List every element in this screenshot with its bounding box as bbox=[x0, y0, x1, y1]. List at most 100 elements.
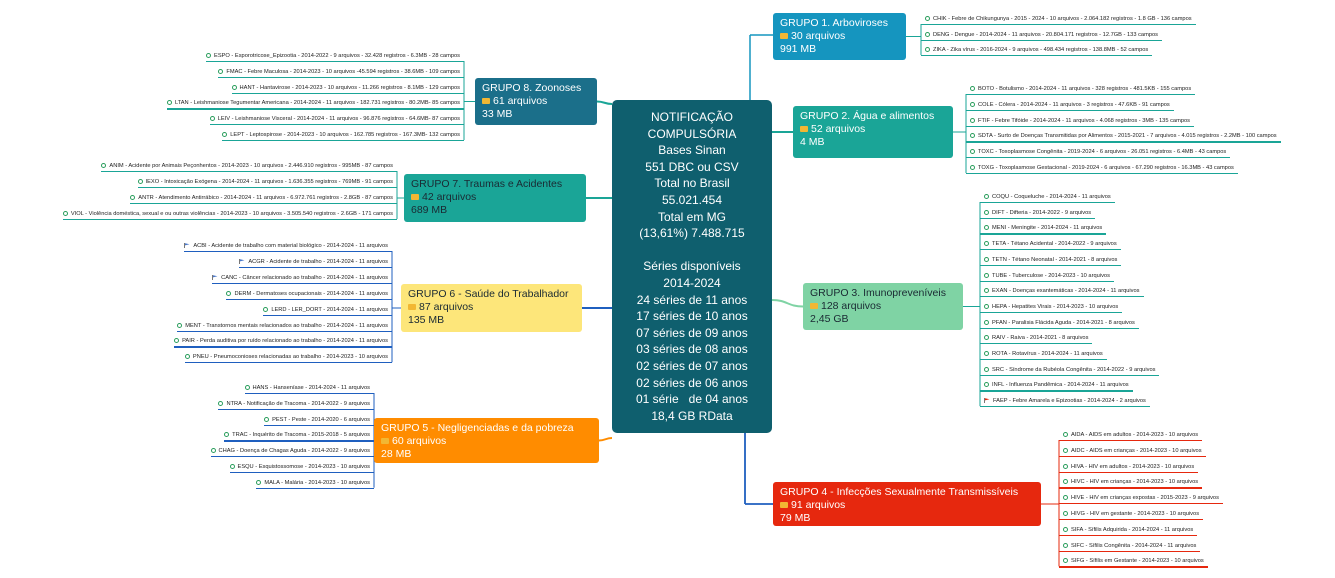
leaf-underline bbox=[921, 24, 1196, 26]
leaf-item[interactable]: TUBE - Tuberculose - 2014-2023 - 10 arqu… bbox=[984, 272, 1110, 280]
leaf-underline bbox=[980, 390, 1133, 392]
leaf-item[interactable]: FTIF - Febre Tifóide - 2014-2024 - 11 ar… bbox=[970, 117, 1190, 125]
leaf-item[interactable]: NTRA - Notificação de Tracoma - 2014-202… bbox=[218, 400, 370, 408]
center-line: Total em MG bbox=[657, 209, 726, 224]
leaf-item[interactable]: DIFT - Difteria - 2014-2022 - 9 arquivos bbox=[984, 209, 1091, 217]
leaf-icon bbox=[1063, 542, 1068, 548]
leaf-item[interactable]: CANC - Câncer relacionado ao trabalho - … bbox=[212, 274, 388, 282]
leaf-item[interactable]: HANS - Hanseníase - 2014-2024 - 11 arqui… bbox=[244, 384, 370, 392]
leaf-item[interactable]: SIFC - Sífilis Congênita - 2014-2024 - 1… bbox=[1063, 542, 1196, 550]
leaf-underline bbox=[1059, 487, 1203, 489]
leaf-item[interactable]: SIFG - Sífilis em Gestante - 2014-2023 -… bbox=[1063, 557, 1204, 565]
leaf-item[interactable]: ACBI - Acidente de trabalho com material… bbox=[184, 242, 388, 250]
center-line: 02 séries de 06 anos bbox=[636, 375, 748, 390]
leaf-item[interactable]: PNEU - Pneumoconioses relacionadas ao tr… bbox=[184, 353, 388, 361]
leaf-item[interactable]: ACGR - Acidente de trabalho - 2014-2024 … bbox=[239, 258, 388, 266]
center-line: 03 séries de 08 anos bbox=[636, 342, 748, 357]
group-size: 4 MB bbox=[800, 136, 825, 148]
leaf-item[interactable]: SIFA - Sífilis Adquirida - 2014-2024 - 1… bbox=[1063, 526, 1193, 534]
leaf-underline bbox=[980, 374, 1160, 376]
leaf-item[interactable]: LERD - LER_DORT - 2014-2024 - 11 arquivo… bbox=[263, 306, 388, 314]
leaf-underline bbox=[210, 456, 374, 458]
leaf-underline bbox=[239, 266, 392, 269]
leaf-item[interactable]: ANIM - Acidente por Animais Peçonhentos … bbox=[101, 162, 393, 170]
leaf-label: FMAC - Febre Maculosa - 2014-2023 - 10 a… bbox=[226, 68, 460, 75]
leaf-icon bbox=[984, 272, 989, 278]
leaf-item[interactable]: SDTA - Surto de Doenças Transmitidas por… bbox=[970, 132, 1277, 140]
leaf-item[interactable]: HIVC - HIV em crianças - 2014-2023 - 10 … bbox=[1063, 478, 1198, 486]
flag-icon bbox=[984, 398, 990, 404]
leaf-icon bbox=[218, 400, 224, 406]
leaf-item[interactable]: SRC - Síndrome da Rubéola Congênita - 20… bbox=[984, 366, 1155, 374]
leaf-item[interactable]: AIDA - AIDS em adultos - 2014-2023 - 10 … bbox=[1063, 431, 1198, 439]
leaf-item[interactable]: TOXG - Toxoplasmose Gestacional - 2019-2… bbox=[970, 164, 1234, 172]
leaf-item[interactable]: TETA - Tétano Acidental - 2014-2022 - 9 … bbox=[984, 240, 1117, 248]
leaf-item[interactable]: CHIK - Febre de Chikungunya - 2015 - 202… bbox=[925, 15, 1192, 23]
leaf-label: PEST - Peste - 2014-2020 - 6 arquivos bbox=[272, 416, 370, 423]
leaf-item[interactable]: COQU - Coqueluche - 2014-2024 - 11 arqui… bbox=[984, 193, 1111, 201]
leaf-item[interactable]: DENG - Dengue - 2014-2024 - 11 arquivos … bbox=[925, 31, 1158, 39]
center-line: COMPULSÓRIA bbox=[647, 126, 737, 141]
leaf-item[interactable]: ZIKA - Zika vírus - 2016-2024 - 9 arquiv… bbox=[925, 46, 1148, 54]
leaf-item[interactable]: ANTR - Atendimento Antirrábico - 2014-20… bbox=[130, 194, 393, 202]
leaf-item[interactable]: IEXO - Intoxicação Exógena - 2014-2024 -… bbox=[137, 178, 393, 186]
leaf-item[interactable]: COLE - Cólera - 2014-2024 - 11 arquivos … bbox=[970, 101, 1170, 109]
leaf-item[interactable]: TOXC - Toxoplasmose Congênita - 2019-202… bbox=[970, 148, 1226, 156]
leaf-item[interactable]: MENI - Meningite - 2014-2024 - 11 arquiv… bbox=[984, 224, 1102, 232]
leaf-label: TRAC - Inquérito de Tracoma - 2015-2018 … bbox=[232, 432, 370, 439]
leaf-label: ESPO - Esporotricose_Epizootia - 2014-20… bbox=[214, 53, 460, 59]
leaf-underline bbox=[980, 311, 1123, 314]
leaf-label: DERM - Dermatoses ocupacionais - 2014-20… bbox=[234, 290, 388, 297]
folder-icon bbox=[381, 438, 389, 444]
leaf-item[interactable]: RAIV - Raiva - 2014-2021 - 8 arquivos bbox=[984, 334, 1088, 342]
leaf-item[interactable]: HANT - Hantavirose - 2014-2023 - 10 arqu… bbox=[231, 84, 460, 92]
leaf-item[interactable]: ESQU - Esquistossomose - 2014-2023 - 10 … bbox=[229, 463, 370, 471]
leaf-item[interactable]: HIVA - HIV em adultos - 2014-2023 - 10 a… bbox=[1063, 463, 1194, 471]
leaf-item[interactable]: BOTO - Botulismo - 2014-2024 - 11 arquiv… bbox=[970, 85, 1191, 93]
leaf-item[interactable]: TETN - Tétano Neonatal - 2014-2021 - 8 a… bbox=[984, 256, 1117, 264]
folder-icon bbox=[780, 33, 788, 39]
leaf-icon bbox=[984, 288, 989, 294]
leaf-item[interactable]: MALA - Malária - 2014-2023 - 10 arquivos bbox=[256, 479, 370, 487]
leaf-item[interactable]: LTAN - Leishmaniose Tegumentar Americana… bbox=[166, 99, 460, 107]
leaf-item[interactable]: MENT - Transtornos mentais relacionados … bbox=[177, 322, 388, 330]
leaf-item[interactable]: PEST - Peste - 2014-2020 - 6 arquivos bbox=[264, 416, 370, 424]
leaf-item[interactable]: FAEP - Febre Amarela e Epizootias - 2014… bbox=[984, 397, 1146, 405]
group-files-count: 61 arquivos bbox=[493, 95, 548, 107]
leaf-item[interactable]: HIVG - HIV em gestante - 2014-2023 - 10 … bbox=[1063, 510, 1199, 518]
center-line: NOTIFICAÇÃO bbox=[650, 110, 733, 124]
group-files: 30 arquivos bbox=[780, 30, 899, 43]
leaf-item[interactable]: HEPA - Hepatites Virais - 2014-2023 - 10… bbox=[984, 303, 1118, 311]
leaf-item[interactable]: CHAG - Doença de Chagas Aguda - 2014-202… bbox=[210, 447, 370, 455]
leaf-item[interactable]: DERM - Dermatoses ocupacionais - 2014-20… bbox=[226, 290, 388, 298]
leaf-item[interactable]: PAIR - Perda auditiva por ruído relacion… bbox=[174, 337, 388, 345]
leaf-underline bbox=[980, 327, 1139, 329]
group-files-count: 52 arquivos bbox=[811, 123, 866, 135]
leaf-icon bbox=[264, 416, 270, 422]
leaf-item[interactable]: EXAN - Doenças exantemáticas - 2014-2024… bbox=[984, 287, 1140, 295]
leaf-underline bbox=[966, 173, 1238, 175]
leaf-item[interactable]: LEPT - Leptospirose - 2014-2023 - 10 arq… bbox=[222, 131, 460, 139]
group-files: 61 arquivos bbox=[482, 95, 590, 108]
leaf-item[interactable]: HIVE - HIV em crianças expostas - 2015-2… bbox=[1063, 494, 1219, 502]
leaf-item[interactable]: AIDC - AIDS em crianças - 2014-2023 - 10… bbox=[1063, 447, 1202, 455]
group-4-box[interactable]: GRUPO 4 - Infecções Sexualmente Transmis… bbox=[773, 482, 1041, 526]
leaf-item[interactable]: LEIV - Leishmaniose Visceral - 2014-2024… bbox=[209, 115, 460, 123]
leaf-icon bbox=[1063, 432, 1068, 437]
leaf-icon bbox=[984, 256, 989, 262]
leaf-item[interactable]: VIOL - Violência doméstica, sexual e ou … bbox=[62, 210, 393, 218]
leaf-item[interactable]: INFL - Influenza Pandêmica - 2014-2024 -… bbox=[984, 381, 1129, 389]
leaf-item[interactable]: ROTA - Rotavírus - 2014-2024 - 11 arquiv… bbox=[984, 350, 1103, 358]
leaf-item[interactable]: TRAC - Inquérito de Tracoma - 2015-2018 … bbox=[224, 431, 370, 439]
leaf-item[interactable]: PFAN - Paralisia Flácida Aguda - 2014-20… bbox=[984, 319, 1135, 327]
leaf-item[interactable]: FMAC - Febre Maculosa - 2014-2023 - 10 a… bbox=[218, 68, 460, 76]
leaf-item[interactable]: ESPO - Esporotricose_Epizootia - 2014-20… bbox=[206, 52, 460, 60]
